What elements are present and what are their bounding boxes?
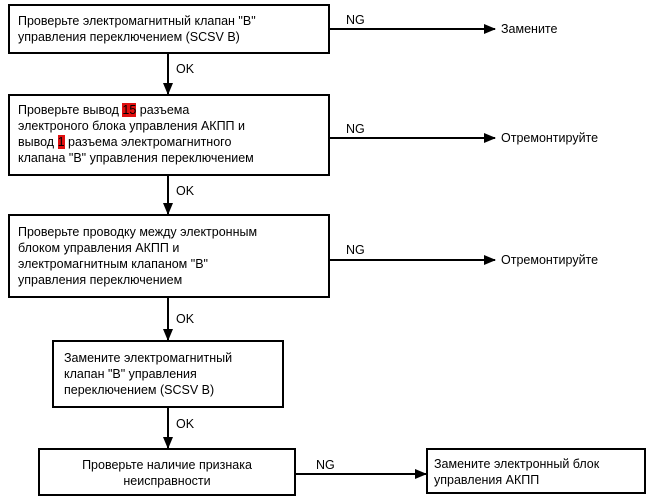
ng-label-2: NG (346, 122, 365, 136)
step3-line1: Проверьте проводку между электронным (18, 225, 258, 239)
ok-label-2: OK (176, 184, 195, 198)
step-check-terminals-box: Проверьте вывод 15 разъема электроного б… (8, 94, 330, 176)
ok-label-4: OK (176, 417, 195, 431)
step1-line1: Проверьте электромагнитный клапан "B" (18, 14, 256, 28)
step2-line4: клапана "B" управления переключением (18, 151, 254, 165)
pin-15-highlight: 15 (122, 103, 137, 117)
ng-label-4: NG (316, 458, 335, 472)
ng-label-3: NG (346, 243, 365, 257)
final-line2: управления АКПП (434, 473, 540, 487)
step3-line4: управления переключением (18, 273, 183, 287)
step5-line2: неисправности (123, 474, 211, 488)
step-replace-solenoid-box: Замените электромагнитный клапан "B" упр… (52, 340, 284, 408)
result-replace: Замените (501, 22, 558, 36)
step5-line1: Проверьте наличие признака (82, 458, 252, 472)
pin-1-highlight: 1 (57, 135, 65, 149)
step-check-solenoid-box: Проверьте электромагнитный клапан "B" уп… (8, 4, 330, 54)
step4-line3: переключением (SCSV B) (64, 383, 215, 397)
ok-label-3: OK (176, 312, 195, 326)
final-line1: Замените электронный блок (434, 457, 600, 471)
step4-line1: Замените электромагнитный (64, 351, 233, 365)
step2-text-c: вывод (18, 135, 58, 149)
ng-label-1: NG (346, 13, 365, 27)
step-replace-ecu-box: Замените электронный блок управления АКП… (426, 448, 646, 494)
step2-line2: электроного блока управления АКПП и (18, 119, 245, 133)
step2-text-a: Проверьте вывод (18, 103, 123, 117)
step4-line2: клапан "B" управления (64, 367, 197, 381)
step1-line2: управления переключением (SCSV B) (18, 30, 240, 44)
step3-line2: блоком управления АКПП и (18, 241, 180, 255)
step2-text-b: разъема (136, 103, 190, 117)
step3-line3: электромагнитным клапаном "B" (18, 257, 208, 271)
step-check-symptom-box: Проверьте наличие признака неисправности (38, 448, 296, 496)
result-repair-1: Отремонтируйте (501, 131, 599, 145)
result-repair-2: Отремонтируйте (501, 253, 599, 267)
ok-label-1: OK (176, 62, 195, 76)
step2-text-d: разъема электромагнитного (64, 135, 232, 149)
step2-line1: Проверьте вывод 15 разъема (18, 102, 320, 118)
step-check-wiring-box: Проверьте проводку между электронным бло… (8, 214, 330, 298)
step2-line3: вывод 1 разъема электромагнитного (18, 134, 320, 150)
